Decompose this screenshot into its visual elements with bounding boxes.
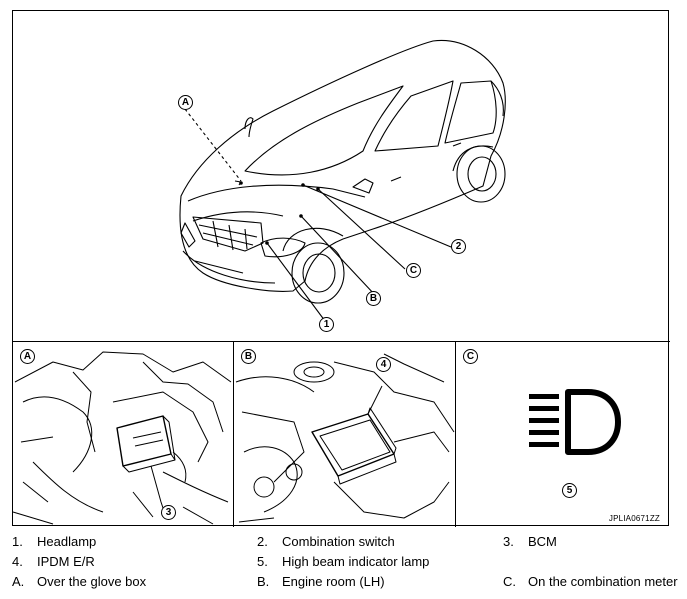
- vehicle-illustration: [179, 39, 506, 322]
- figure-code: JPLIA0671ZZ: [608, 514, 660, 523]
- callout-1: 1: [319, 317, 334, 332]
- high-beam-indicator-icon: [529, 389, 621, 455]
- callout-a-panel: A: [20, 349, 35, 364]
- detail-panel-c: C 5 JPLIA0671ZZ: [456, 341, 670, 527]
- detail-panel-a: A 3: [12, 341, 234, 527]
- callout-b-main: B: [366, 291, 381, 306]
- callout-4: 4: [376, 357, 391, 372]
- detail-panel-b: B 4: [234, 341, 456, 527]
- callout-2: 2: [451, 239, 466, 254]
- callout-3: 3: [161, 505, 176, 520]
- callout-b-panel: B: [241, 349, 256, 364]
- callout-c-main: C: [406, 263, 421, 278]
- callout-a-main: A: [178, 95, 193, 110]
- callout-c-panel: C: [463, 349, 478, 364]
- callout-5: 5: [562, 483, 577, 498]
- diagram-frame: A 2 C B 1 A: [12, 10, 670, 527]
